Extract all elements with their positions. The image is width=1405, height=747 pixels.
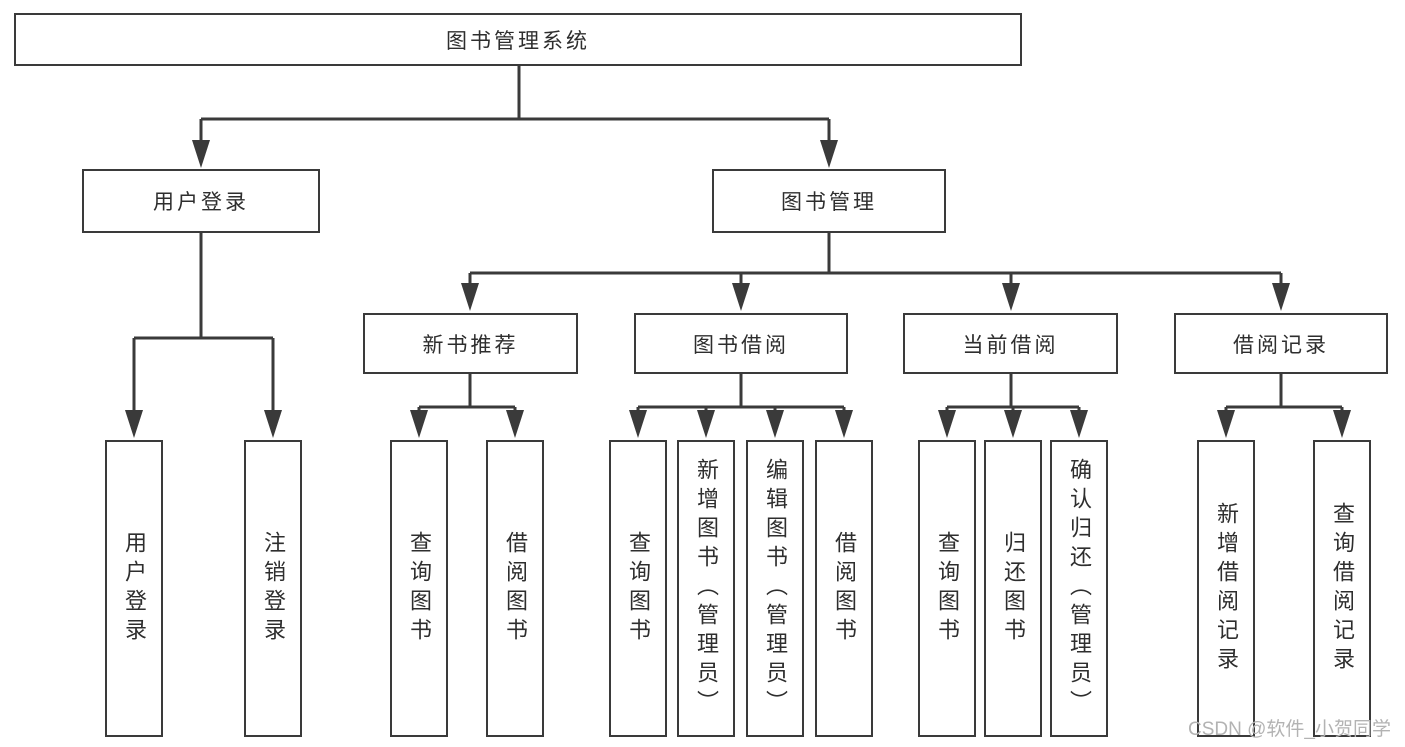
leaf-borrow-books-recommend: 借阅图书	[486, 440, 544, 737]
node-book-borrowing: 图书借阅	[634, 313, 848, 374]
leaf-borrow-books-borrowing: 借阅图书	[815, 440, 873, 737]
node-current-borrowing: 当前借阅	[903, 313, 1118, 374]
csdn-watermark: CSDN @软件_小贺同学	[1188, 719, 1391, 740]
node-new-book-recommendation-label: 新书推荐	[422, 333, 519, 357]
leaf-return-book-label: 归还图书	[1001, 530, 1026, 647]
leaf-logout: 注销登录	[244, 440, 302, 737]
leaf-add-borrow-record: 新增借阅记录	[1197, 440, 1255, 737]
leaf-query-books-current-label: 查询图书	[935, 530, 960, 647]
leaf-query-books-recommend: 查询图书	[390, 440, 448, 737]
leaf-confirm-return-admin: 确认归还（管理员）	[1050, 440, 1108, 737]
node-library-system-label: 图书管理系统	[446, 29, 590, 53]
leaf-user-login-label: 用户登录	[122, 530, 147, 647]
node-borrowing-records-label: 借阅记录	[1233, 333, 1329, 357]
leaf-query-books-current: 查询图书	[918, 440, 976, 737]
leaf-query-borrow-record-label: 查询借阅记录	[1330, 501, 1355, 676]
leaf-logout-label: 注销登录	[261, 530, 286, 647]
node-book-borrowing-label: 图书借阅	[693, 333, 789, 357]
leaf-confirm-return-admin-label: 确认归还（管理员）	[1067, 458, 1092, 719]
node-user-login-label: 用户登录	[153, 191, 249, 214]
node-library-system: 图书管理系统	[14, 13, 1022, 66]
node-book-management: 图书管理	[712, 169, 946, 233]
arrowheads	[125, 140, 1351, 438]
node-new-book-recommendation: 新书推荐	[363, 313, 578, 374]
leaf-add-book-admin-label: 新增图书（管理员）	[694, 458, 719, 719]
node-borrowing-records: 借阅记录	[1174, 313, 1388, 374]
leaf-borrow-books-recommend-label: 借阅图书	[503, 530, 528, 647]
leaf-query-books-recommend-label: 查询图书	[407, 530, 432, 647]
leaf-edit-book-admin-label: 编辑图书（管理员）	[763, 458, 788, 719]
leaf-add-borrow-record-label: 新增借阅记录	[1214, 501, 1239, 676]
leaf-edit-book-admin: 编辑图书（管理员）	[746, 440, 804, 737]
node-current-borrowing-label: 当前借阅	[962, 333, 1059, 357]
leaf-borrow-books-borrowing-label: 借阅图书	[832, 530, 857, 647]
leaf-add-book-admin: 新增图书（管理员）	[677, 440, 735, 737]
leaf-query-books-borrowing-label: 查询图书	[626, 530, 651, 647]
leaf-query-borrow-record: 查询借阅记录	[1313, 440, 1371, 737]
leaf-return-book: 归还图书	[984, 440, 1042, 737]
leaf-user-login: 用户登录	[105, 440, 163, 737]
node-book-management-label: 图书管理	[781, 191, 877, 214]
leaf-query-books-borrowing: 查询图书	[609, 440, 667, 737]
node-user-login: 用户登录	[82, 169, 320, 233]
